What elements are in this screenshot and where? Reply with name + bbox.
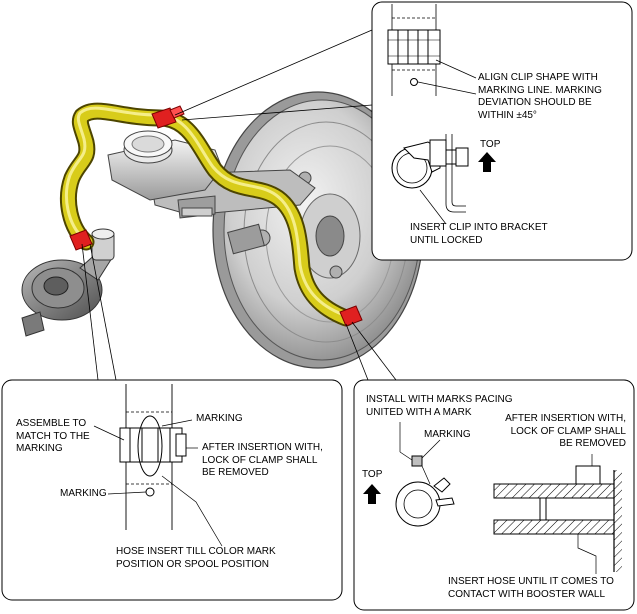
callout-top-right <box>371 1 633 261</box>
assemble-note: ASSEMBLE TO MATCH TO THE MARKING <box>16 418 90 454</box>
marking-upper-label: MARKING <box>196 413 243 424</box>
align-clip-note: ALIGN CLIP SHAPE WITH MARKING LINE. MARK… <box>478 72 602 121</box>
after-insertion-note-left: AFTER INSERTION WITH, LOCK OF CLAMP SHAL… <box>202 442 323 478</box>
callout-leaders <box>81 29 397 381</box>
hose-clips <box>69 105 363 327</box>
after-insertion-note-right: AFTER INSERTION WITH, LOCK OF CLAMP SHAL… <box>505 413 626 449</box>
top-label-upper: TOP <box>480 139 501 150</box>
callout-bottom-right <box>353 379 635 611</box>
vacuum-pump <box>21 228 115 337</box>
install-marks-note: INSTALL WITH MARKS PACING UNITED WITH A … <box>366 394 513 418</box>
brake-fluid-reservoir <box>107 130 223 201</box>
marking-lower-label: MARKING <box>60 488 107 499</box>
top-label-lower: TOP <box>362 469 383 480</box>
callout-bottom-left <box>1 379 343 601</box>
insert-hose-note: INSERT HOSE UNTIL IT COMES TO CONTACT WI… <box>448 576 614 600</box>
marking-right-label: MARKING <box>424 429 471 440</box>
hose-insert-note: HOSE INSERT TILL COLOR MARK POSITION OR … <box>116 546 276 570</box>
insert-clip-note: INSERT CLIP INTO BRACKET UNTIL LOCKED <box>410 222 548 246</box>
brake-booster-assembly <box>212 91 424 369</box>
